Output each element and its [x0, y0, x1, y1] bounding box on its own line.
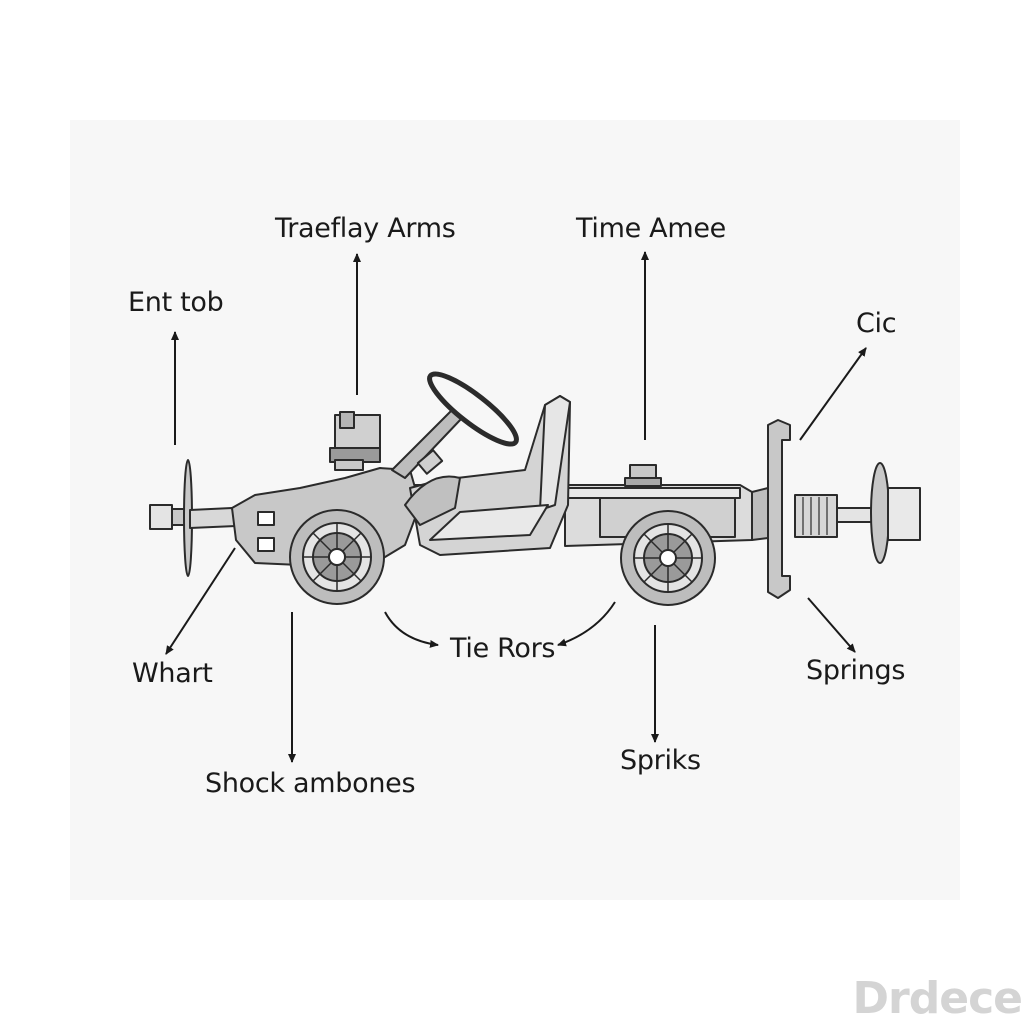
vehicle-chassis	[149, 371, 921, 606]
front-wheel	[289, 509, 385, 605]
label-tie-rors: Tie Rors	[450, 633, 556, 664]
motor-block	[329, 411, 381, 471]
label-shock-ambones: Shock ambones	[205, 768, 416, 799]
arrow-tie-rors-left	[384, 611, 439, 648]
label-springs: Springs	[806, 655, 906, 686]
arrow-whart	[165, 547, 236, 655]
label-cic: Cic	[856, 308, 897, 339]
leader-arrows	[165, 251, 867, 763]
label-whart: Whart	[132, 658, 213, 689]
rear-motor	[794, 462, 921, 564]
rear-wheel	[620, 510, 716, 606]
front-disc	[149, 459, 237, 577]
label-spriks: Spriks	[620, 745, 701, 776]
watermark-logo: Drdece	[852, 973, 1023, 1024]
label-traeflay-arms: Traeflay Arms	[275, 213, 456, 244]
arrow-tie-rors-right	[557, 601, 616, 647]
steering-wheel	[427, 371, 519, 447]
label-time-amee: Time Amee	[576, 213, 726, 244]
label-ent-tob: Ent tob	[128, 287, 224, 318]
rear-bracket	[751, 419, 791, 599]
arrow-cic	[799, 347, 867, 441]
arrow-springs	[807, 597, 856, 653]
